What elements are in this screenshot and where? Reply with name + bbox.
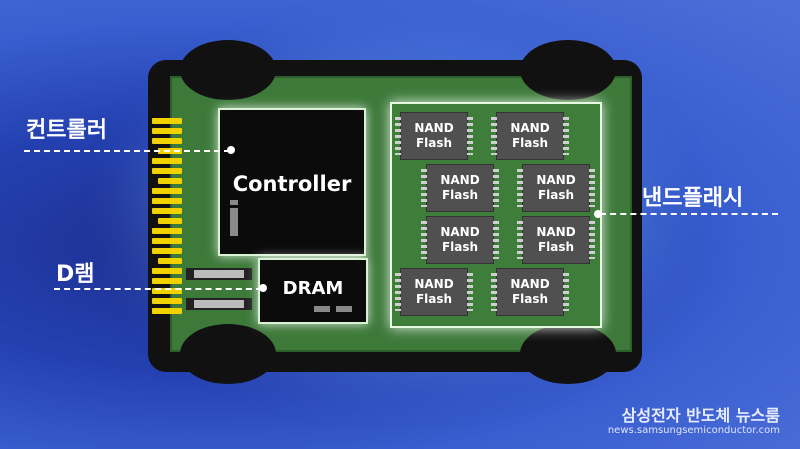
nand-callout-label: 낸드플래시: [642, 186, 744, 211]
passive-component: [186, 268, 252, 280]
dram-leader-line: [54, 288, 262, 290]
controller-chip-label: Controller: [232, 172, 352, 196]
nand-flash-chip: NAND Flash: [491, 112, 569, 160]
flash-label: Flash: [441, 240, 479, 254]
nand-label: NAND: [510, 121, 550, 135]
dram-chip: DRAM: [258, 258, 368, 324]
mounting-notch: [180, 40, 276, 100]
nand-label: NAND: [414, 121, 454, 135]
flash-label: Flash: [415, 136, 453, 150]
nand-flash-chip: NAND Flash: [395, 112, 473, 160]
nand-flash-chip: NAND Flash: [421, 216, 499, 264]
controller-pointer-dot: [227, 146, 235, 154]
flash-label: Flash: [511, 292, 549, 306]
dram-callout-label: D램: [56, 262, 95, 287]
nand-flash-chip: NAND Flash: [491, 268, 569, 316]
brand-url: news.samsungsemiconductor.com: [607, 425, 780, 436]
nand-flash-chip: NAND Flash: [517, 216, 595, 264]
chip-marking: [230, 200, 238, 236]
controller-callout-label: 컨트롤러: [26, 118, 107, 143]
passive-component: [186, 298, 252, 310]
chip-marking: [314, 306, 330, 312]
flash-label: Flash: [537, 240, 575, 254]
nand-label: NAND: [440, 225, 480, 239]
nand-flash-chip: NAND Flash: [421, 164, 499, 212]
nand-label: NAND: [536, 225, 576, 239]
nand-pointer-dot: [594, 210, 602, 218]
nand-leader-line: [600, 213, 778, 215]
flash-label: Flash: [415, 292, 453, 306]
brand-name: 삼성전자 반도체 뉴스룸: [621, 406, 780, 425]
chip-marking: [336, 306, 352, 312]
flash-label: Flash: [511, 136, 549, 150]
mounting-notch: [520, 40, 616, 100]
nand-flash-chip: NAND Flash: [395, 268, 473, 316]
flash-label: Flash: [441, 188, 479, 202]
mounting-notch: [180, 324, 276, 384]
dram-chip-label: DRAM: [282, 278, 344, 299]
mounting-notch: [520, 324, 616, 384]
controller-chip: Controller: [218, 108, 366, 256]
nand-label: NAND: [510, 277, 550, 291]
controller-leader-line: [24, 150, 230, 152]
nand-label: NAND: [440, 173, 480, 187]
dram-pointer-dot: [259, 284, 267, 292]
nand-label: NAND: [414, 277, 454, 291]
nand-label: NAND: [536, 173, 576, 187]
nand-flash-chip: NAND Flash: [517, 164, 595, 212]
flash-label: Flash: [537, 188, 575, 202]
